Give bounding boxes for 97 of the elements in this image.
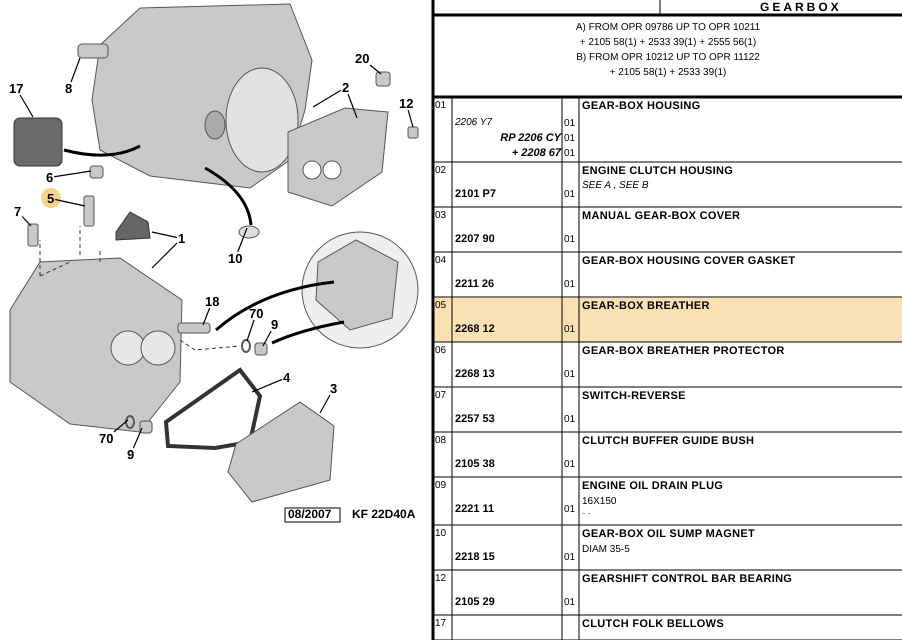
callout-number: 9 [270, 318, 280, 331]
callout-number: 12 [398, 97, 414, 110]
part-number: 2101 P7 [455, 188, 496, 200]
callout-number: 1 [177, 232, 186, 245]
quantity: 01 [564, 504, 576, 515]
part-description: GEARSHIFT CONTROL BAR BEARING [582, 573, 792, 586]
leader-line [319, 394, 331, 414]
callout-number: 7 [13, 205, 22, 218]
part-description: GEAR-BOX OIL SUMP MAGNET [582, 528, 756, 540]
leader-line [370, 64, 382, 74]
part-number: + 2208 67 [512, 147, 561, 160]
quantity: 01 [564, 279, 576, 290]
quantity: 01 [564, 552, 576, 563]
item-index: 12 [435, 573, 446, 584]
item-index: 06 [435, 345, 446, 356]
callout-number: 9 [126, 448, 136, 461]
part-number: 2218 15 [455, 551, 495, 564]
leader-line [70, 58, 81, 82]
item-index: 03 [435, 210, 446, 221]
part-number: 2207 90 [455, 233, 495, 246]
part-number: 2268 12 [455, 323, 495, 336]
part-description: ENGINE OIL DRAIN PLUG [582, 480, 724, 492]
part-description: SWITCH-REVERSE [582, 390, 686, 402]
leader-line [246, 320, 255, 342]
part-number: 2206 Y7 [455, 117, 492, 128]
leader-line [202, 308, 210, 326]
part-description: GEAR-BOX BREATHER PROTECTOR [582, 345, 785, 358]
leader-line [114, 420, 128, 432]
item-index: 08 [435, 435, 446, 446]
part-remark: 16X150 [582, 496, 616, 507]
leader-line [312, 90, 342, 108]
item-index: 02 [435, 165, 446, 176]
item-index: 07 [435, 390, 446, 401]
leader-line [20, 94, 34, 118]
part-description: CLUTCH FOLK BELLOWS [582, 618, 724, 630]
part-number: RP 2206 CY [500, 132, 561, 144]
item-index: 10 [435, 528, 446, 539]
part-number: 2211 26 [455, 278, 494, 290]
part-number: 2221 11 [455, 503, 494, 516]
item-index: 09 [435, 480, 446, 491]
part-remark: DIAM 35-5 [582, 544, 630, 555]
quantity: 01 [564, 414, 576, 425]
section-title: GEARBOX [760, 1, 842, 14]
quantity: 01 [564, 324, 576, 335]
callout-number: 10 [227, 252, 244, 265]
quantity: 01 [564, 369, 576, 380]
part-remark: - - [582, 509, 590, 519]
callout-number: 18 [204, 295, 220, 308]
quantity: 01 [564, 118, 576, 129]
item-index: 01 [435, 100, 446, 111]
item-index: 05 [435, 300, 446, 311]
drawing-date: 08/2007 [288, 508, 332, 522]
quantity: 01 [564, 133, 576, 144]
callout-number: 2 [341, 81, 350, 94]
quantity: 01 [564, 189, 576, 200]
part-description: GEAR-BOX HOUSING COVER GASKET [582, 255, 796, 268]
validity-note: + 2105 58(1) + 2533 39(1) [608, 67, 728, 78]
callout-number: 4 [282, 371, 292, 384]
quantity: 01 [564, 597, 576, 608]
leader-line [262, 330, 272, 346]
leader-line [237, 228, 248, 252]
quantity: 01 [564, 234, 576, 245]
callout-number: 3 [329, 382, 338, 395]
callout-number: 20 [354, 52, 370, 65]
leader-line [132, 428, 143, 448]
callout-number: 5 [46, 192, 56, 205]
leader-line [252, 378, 282, 393]
callout-number: 70 [98, 432, 114, 445]
callout-number: 6 [45, 171, 54, 184]
part-description: MANUAL GEAR-BOX COVER [582, 210, 740, 222]
leader-line [347, 94, 358, 118]
quantity: 01 [564, 459, 576, 470]
validity-note: + 2105 58(1) + 2533 39(1) + 2555 56(1) [578, 37, 758, 48]
part-description: GEAR-BOX BREATHER [582, 300, 710, 312]
leader-line [408, 110, 414, 128]
leader-line [54, 170, 92, 178]
part-description: GEAR-BOX HOUSING [582, 100, 700, 112]
quantity: 01 [564, 148, 576, 159]
part-number: 2268 13 [455, 368, 495, 380]
drawing-reference: KF 22D40A [352, 508, 416, 522]
callout-number: 8 [64, 82, 74, 95]
part-number: 2105 29 [455, 596, 495, 608]
validity-note: B) FROM OPR 10212 UP TO OPR 11122 [575, 52, 761, 63]
leader-line [152, 231, 178, 238]
item-index: 04 [435, 255, 446, 266]
item-index: 17 [435, 618, 446, 629]
callout-number: 70 [248, 307, 264, 320]
leader-line [55, 198, 86, 207]
callout-number: 17 [8, 82, 24, 95]
part-number: 2105 38 [455, 458, 495, 470]
part-number: 2257 53 [455, 413, 495, 426]
validity-note: A) FROM OPR 09786 UP TO OPR 10211 [574, 22, 762, 33]
leader-line [22, 216, 32, 226]
part-remark: SEE A , SEE B [582, 180, 649, 191]
part-description: CLUTCH BUFFER GUIDE BUSH [582, 435, 754, 448]
part-description: ENGINE CLUTCH HOUSING [582, 165, 734, 178]
leader-line [152, 242, 178, 268]
